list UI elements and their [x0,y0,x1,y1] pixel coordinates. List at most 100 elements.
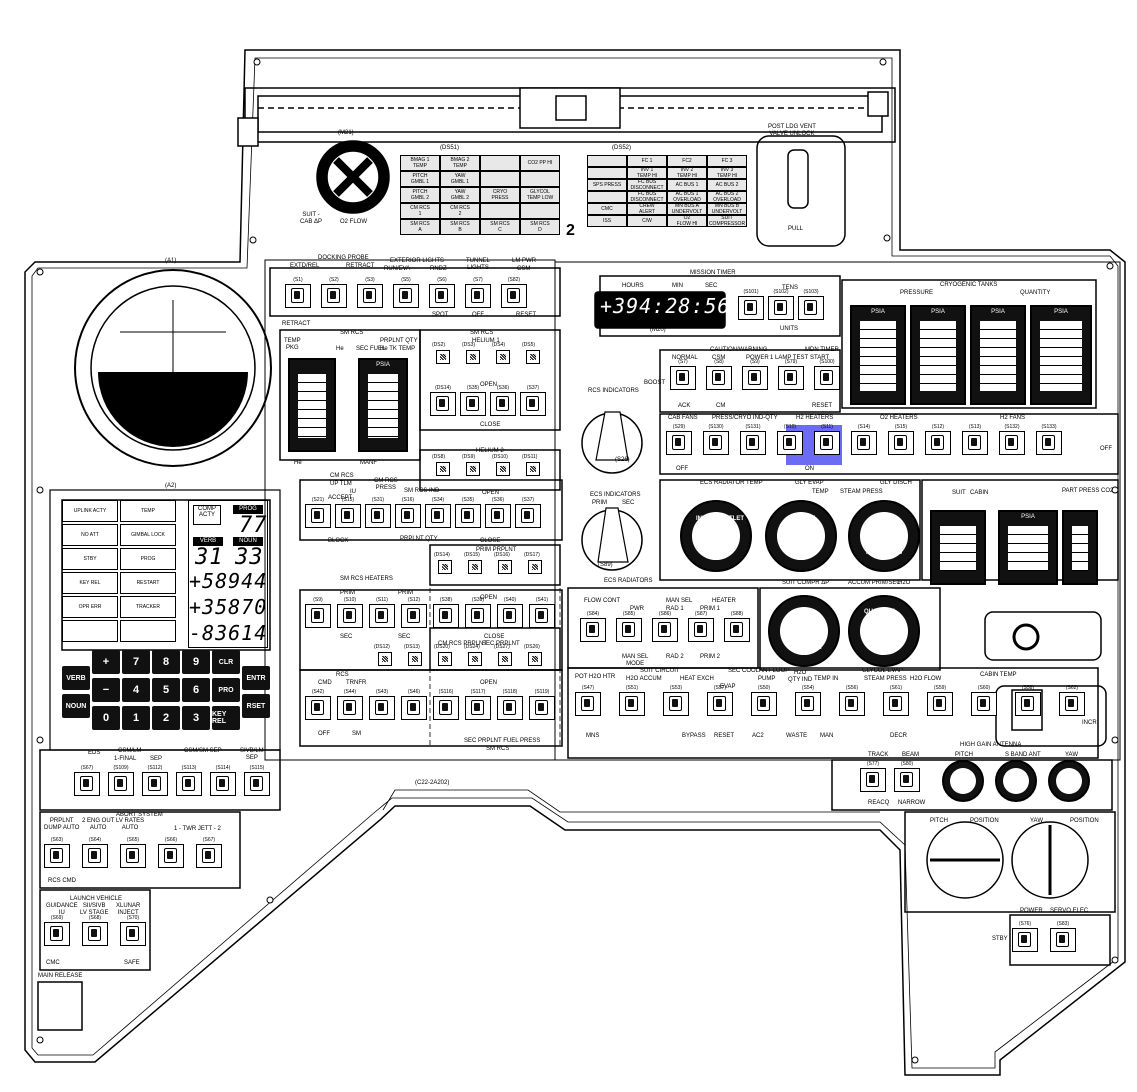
launch-vehicle-switch[interactable]: (S70) [120,915,146,946]
ecs-switch[interactable]: (S62) [1059,685,1085,716]
ecs-switch[interactable]: (S58) [1015,685,1041,716]
rcs-cmd-switch[interactable]: (S117) [465,689,491,720]
heater-fan-switch[interactable]: (S14) [851,424,877,455]
cm-rcs-switch[interactable]: (S35) [455,497,481,528]
upper-center-switch[interactable]: (S5) [393,277,419,308]
dsky-key[interactable]: KEY REL [212,706,240,730]
dsky-key[interactable]: CLR [212,650,240,674]
abort-switch[interactable]: (S63) [44,837,70,868]
eds-switch[interactable]: (S113) [176,765,202,796]
radiator-switch[interactable]: (S84) [580,611,606,642]
dsky-key[interactable]: 9 [182,650,210,674]
radiator-switch[interactable]: (S88) [724,611,750,642]
timer-switch[interactable]: (S103) [798,289,824,320]
heater-fan-switch[interactable]: (S130) [703,424,729,455]
rcs-cmd-switch[interactable]: (S46) [401,689,427,720]
cm-rcs-switch[interactable]: (S16) [395,497,421,528]
caution-warning-switch[interactable]: (S79) [778,359,804,390]
helium1-valve-switch[interactable]: (S35) [460,385,486,416]
dsky-key[interactable]: VERB [62,666,90,690]
heater-fan-switch[interactable]: (S11) [814,424,840,455]
upper-center-switch[interactable]: (S6) [429,277,455,308]
helium1-valve-switch[interactable]: (S36) [490,385,516,416]
rcs-cmd-switch[interactable]: (S42) [305,689,331,720]
upper-center-switch[interactable]: (S7) [465,277,491,308]
rcs-cmd-switch[interactable]: (S116) [433,689,459,720]
eds-switch[interactable]: (S67) [74,765,100,796]
abort-switch[interactable]: (S67) [196,837,222,868]
eds-switch[interactable]: (S112) [142,765,168,796]
sm-rcs-heater-switch[interactable]: (S40) [497,597,523,628]
dsky-key[interactable]: + [92,650,120,674]
radiator-switch[interactable]: (S85) [616,611,642,642]
helium1-valve-switch[interactable]: (S37) [520,385,546,416]
heater-fan-switch[interactable]: (S13) [962,424,988,455]
dsky-key[interactable]: 7 [122,650,150,674]
ecs-switch[interactable]: (S47) [575,685,601,716]
rcs-cmd-switch[interactable]: (S44) [337,689,363,720]
dsky-key[interactable]: − [92,678,120,702]
dsky-key[interactable]: 0 [92,706,120,730]
upper-center-switch[interactable]: (S3) [357,277,383,308]
sm-rcs-heater-switch[interactable]: (S10) [337,597,363,628]
cm-rcs-switch[interactable]: (S15) [335,497,361,528]
sm-rcs-heater-switch[interactable]: (S11) [369,597,395,628]
dsky-key[interactable]: 1 [122,706,150,730]
eds-switch[interactable]: (S109) [108,765,134,796]
heater-fan-switch[interactable]: (S10) [777,424,803,455]
heater-fan-switch[interactable]: (S29) [666,424,692,455]
radiator-switch[interactable]: (S87) [688,611,714,642]
rcs-cmd-switch[interactable]: (S118) [497,689,523,720]
hga-track-switch[interactable]: (S80) [894,761,920,792]
eds-switch[interactable]: (S114) [210,765,236,796]
ecs-switch[interactable]: (S59) [927,685,953,716]
rcs-cmd-switch[interactable]: (S43) [369,689,395,720]
timer-switch[interactable]: (S101) [738,289,764,320]
dsky-key[interactable]: 2 [152,706,180,730]
radiator-switch[interactable]: (S86) [652,611,678,642]
dsky-key[interactable]: 8 [152,650,180,674]
caution-warning-switch[interactable]: (S100) [814,359,840,390]
dsky-key[interactable]: 5 [152,678,180,702]
sm-rcs-heater-switch[interactable]: (S9) [305,597,331,628]
sm-rcs-heater-switch[interactable]: (S12) [401,597,427,628]
dsky-key[interactable]: PRO [212,678,240,702]
dsky-key[interactable]: 6 [182,678,210,702]
ecs-switch[interactable]: (S61) [883,685,909,716]
heater-fan-switch[interactable]: (S15) [888,424,914,455]
ecs-switch[interactable]: (S56) [839,685,865,716]
abort-switch[interactable]: (S66) [158,837,184,868]
hga-power-switch[interactable]: (S83) [1050,921,1076,952]
upper-center-switch[interactable]: (S2) [321,277,347,308]
dsky-key[interactable]: 3 [182,706,210,730]
ecs-switch[interactable]: (S50) [751,685,777,716]
timer-switch[interactable]: (S102) [768,289,794,320]
heater-fan-switch[interactable]: (S12) [925,424,951,455]
launch-vehicle-switch[interactable]: (S69) [44,915,70,946]
ecs-switch[interactable]: (S54) [795,685,821,716]
cm-rcs-switch[interactable]: (S34) [425,497,451,528]
heater-fan-switch[interactable]: (S132) [999,424,1025,455]
caution-warning-switch[interactable]: (S7) [670,359,696,390]
cm-rcs-switch[interactable]: (S31) [365,497,391,528]
dsky-key[interactable]: RSET [242,694,270,718]
ecs-switch[interactable]: (S51) [619,685,645,716]
abort-switch[interactable]: (S64) [82,837,108,868]
heater-fan-switch[interactable]: (S133) [1036,424,1062,455]
sm-rcs-heater-switch[interactable]: (S41) [529,597,555,628]
cm-rcs-switch[interactable]: (S37) [515,497,541,528]
caution-warning-switch[interactable]: (S8) [706,359,732,390]
caution-warning-switch[interactable]: (S9) [742,359,768,390]
cm-rcs-switch[interactable]: (S21) [305,497,331,528]
upper-center-switch[interactable]: (S1) [285,277,311,308]
hga-track-switch[interactable]: (S77) [860,761,886,792]
hga-power-switch[interactable]: (S76) [1012,921,1038,952]
sm-rcs-heater-switch[interactable]: (S39) [465,597,491,628]
dsky-key[interactable]: ENTR [242,666,270,690]
abort-switch[interactable]: (S65) [120,837,146,868]
heater-fan-switch[interactable]: (S131) [740,424,766,455]
upper-center-switch[interactable]: (S82) [501,277,527,308]
dsky-key[interactable]: 4 [122,678,150,702]
helium1-valve-switch[interactable]: (DS14) [430,385,456,416]
ecs-switch[interactable]: (S57) [707,685,733,716]
